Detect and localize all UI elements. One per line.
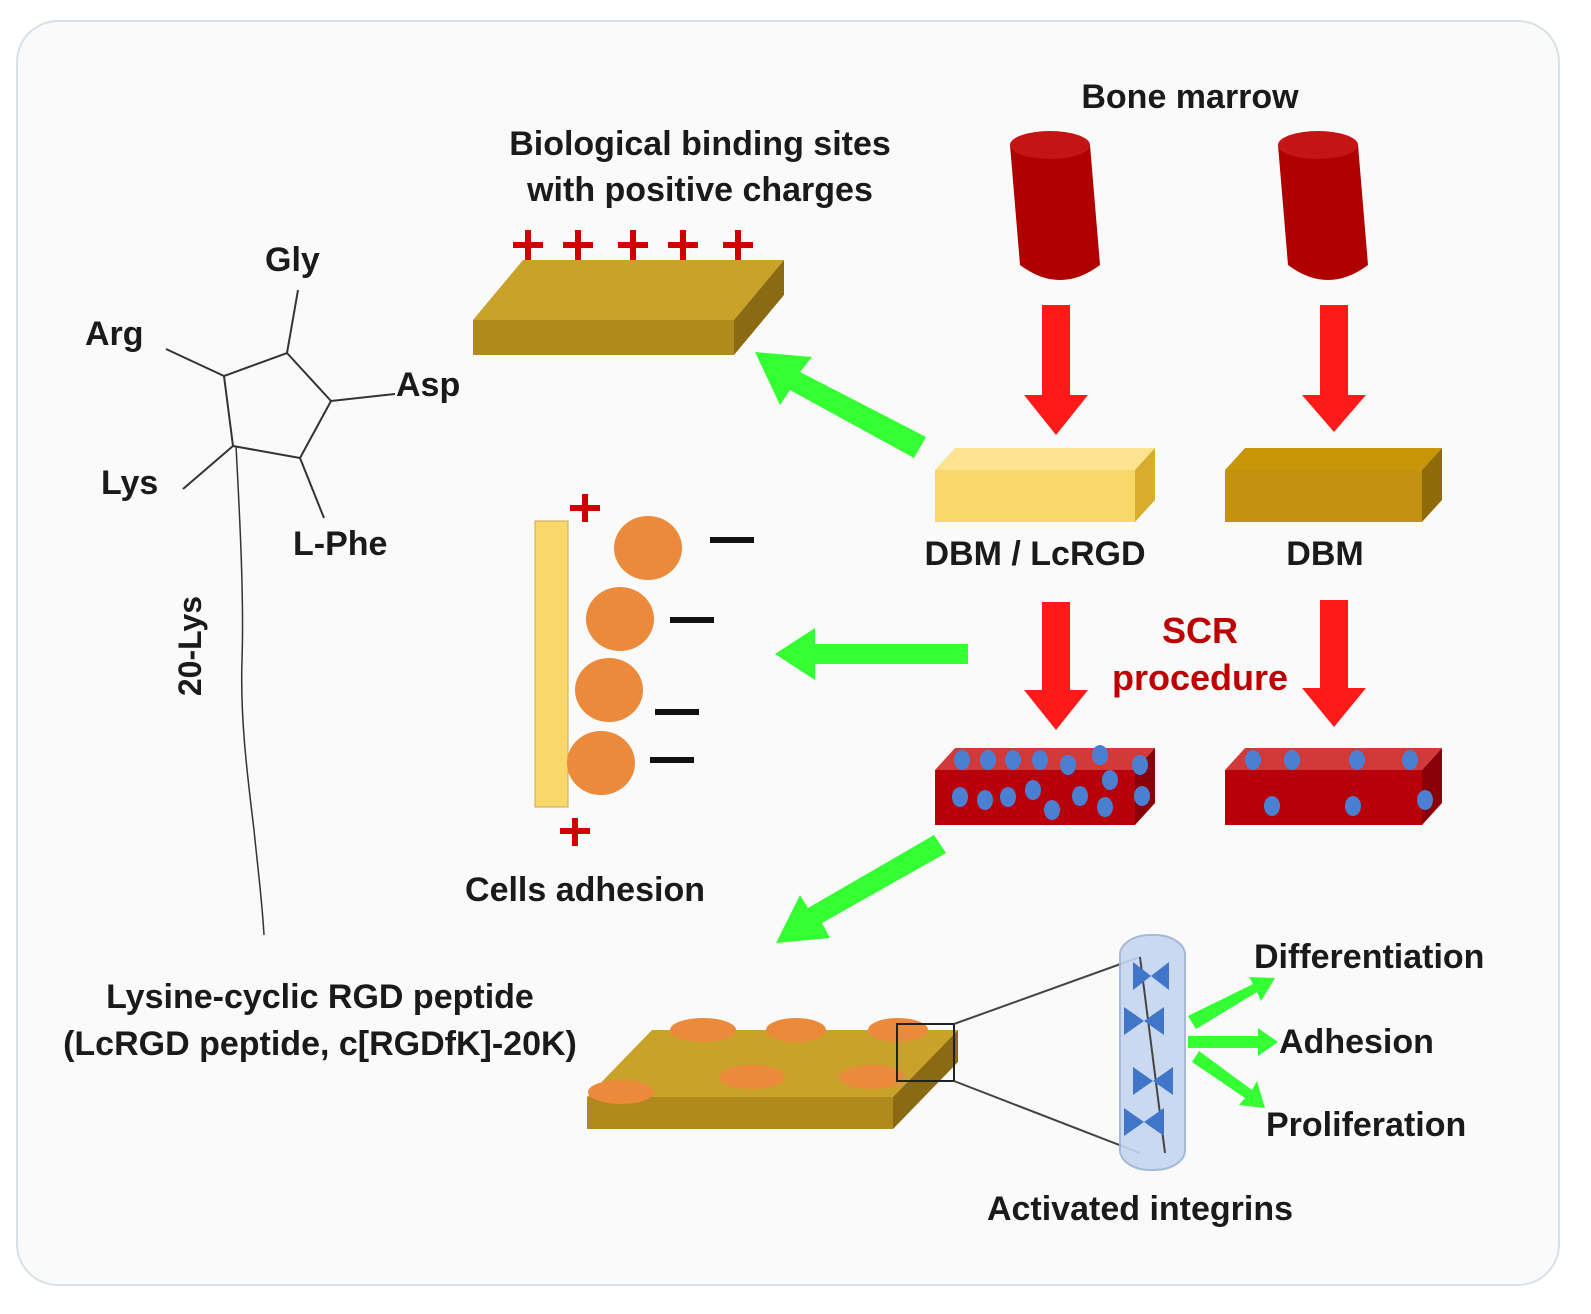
dbm-label: DBM [1286,535,1364,573]
green-arrow-differentiation [1188,977,1275,1029]
cyclic-peptide-structure [165,289,396,936]
asp-label: Asp [396,366,461,404]
scr-label-line2: procedure [1111,657,1289,698]
red-arrow-marrow-to-dbm [1302,305,1366,432]
arg-label: Arg [85,315,144,353]
red-arrow-marrow-to-dbm-lcrgd [1024,305,1088,435]
green-arrow-to-binding-sites [755,352,926,458]
adhesion-label: Adhesion [1279,1023,1434,1061]
green-arrow-proliferation [1192,1051,1265,1108]
bone-marrow-cylinder-left [1010,131,1100,280]
green-arrow-to-peptide [776,835,946,943]
peptide-coated-plate [587,1018,958,1129]
differentiation-label: Differentiation [1254,938,1485,976]
activated-integrins-label: Activated integrins [986,1190,1294,1228]
binding-site-plate [473,260,784,355]
integrin-membrane [1119,934,1186,1171]
gly-label: Gly [265,241,320,279]
red-arrow-dbm-lcrgd-to-scaffold [1024,602,1088,730]
binding-sites-title-line1: Biological binding sites [509,125,891,163]
lys20-label: 20-Lys [172,595,208,697]
dbm-lcrgd-label: DBM / LcRGD [924,535,1146,573]
scr-label-line1: SCR [1161,610,1238,651]
cell-adhesion-illustration [534,494,754,846]
dbm-block [1225,448,1442,522]
peptide-title-line2: (LcRGD peptide, c[RGDfK]-20K) [63,1025,577,1063]
lys-label: Lys [101,464,159,502]
scaffold-dbm [1225,748,1442,825]
positive-charges [513,230,753,260]
bone-marrow-cylinder-right [1278,131,1368,280]
red-arrow-dbm-to-scaffold [1302,600,1366,727]
green-arrow-adhesion [1188,1028,1278,1056]
dbm-lcrgd-block [935,448,1155,522]
l-phe-label: L-Phe [293,525,388,563]
scaffold-lcrgd [935,745,1155,825]
binding-sites-title-line2: with positive charges [527,171,873,209]
proliferation-label: Proliferation [1266,1106,1467,1144]
green-arrow-to-cell-adhesion [775,628,968,680]
zoom-lines [953,956,1141,1154]
bone-marrow-label: Bone marrow [1081,78,1299,116]
peptide-title-line1: Lysine-cyclic RGD peptide [106,978,534,1016]
cells-adhesion-label: Cells adhesion [465,871,705,909]
